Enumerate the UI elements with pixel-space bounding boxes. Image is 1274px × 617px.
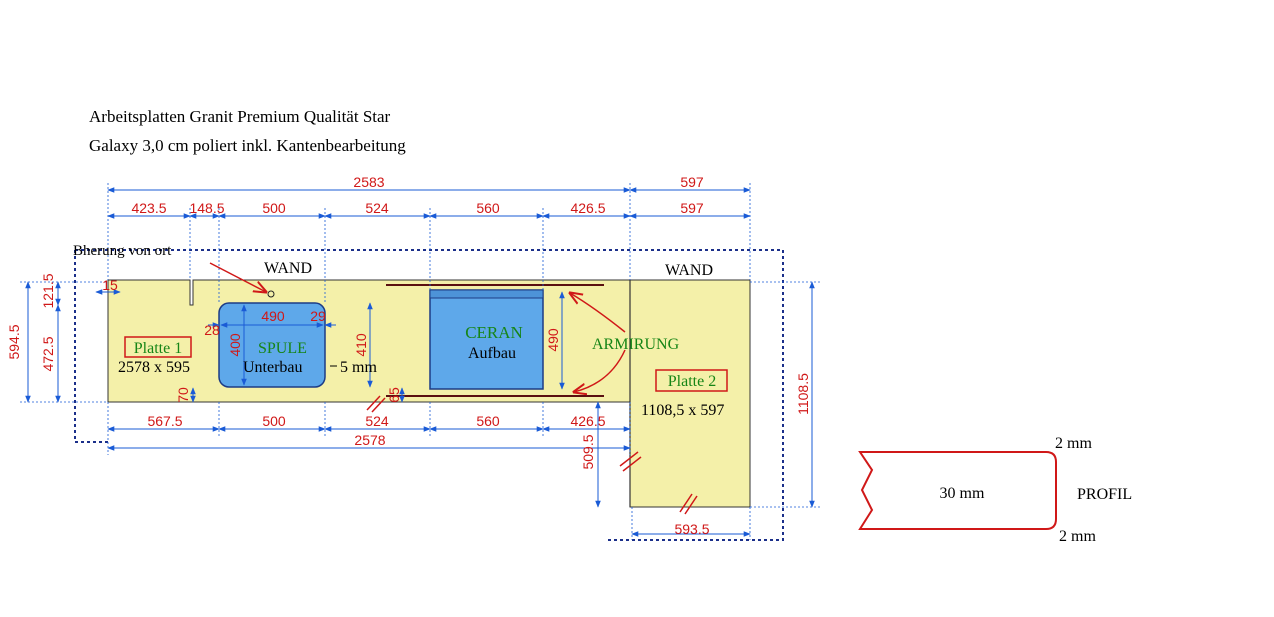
dim-sink-height: 400 — [227, 333, 243, 357]
plate-1-size: 2578 x 595 — [118, 359, 190, 376]
plate-2-label-box — [655, 369, 728, 392]
dim-cooktop-front: 65 — [386, 387, 402, 403]
wall-right-label: WAND — [665, 262, 713, 279]
sink-sub: Unterbau — [243, 359, 303, 376]
profile-label: PROFIL — [1077, 486, 1132, 503]
dim-bottom-seg-4: 560 — [476, 413, 500, 429]
dim-left-inner: 472.5 — [40, 336, 56, 371]
plate-2-label: Platte 2 — [668, 373, 716, 390]
plate-2-size: 1108,5 x 597 — [641, 402, 724, 419]
room-outline — [74, 249, 784, 541]
dim-top-seg-4: 524 — [365, 200, 389, 216]
plate-1-label: Platte 1 — [134, 340, 182, 357]
dim-top-right-total: 597 — [680, 174, 704, 190]
wall-left-label: WAND — [264, 260, 312, 277]
dim-top-seg-3: 500 — [262, 200, 286, 216]
sink-offset: 5 mm — [340, 359, 377, 376]
title-line-2: Galaxy 3,0 cm poliert inkl. Kantenbearbe… — [89, 136, 406, 155]
dim-top-right: 597 — [680, 200, 704, 216]
dim-bottom-seg-1: 567.5 — [147, 413, 182, 429]
cooktop-label: CERAN — [465, 323, 523, 342]
reinforcement-label: ARMIRUNG — [592, 336, 680, 353]
dim-bottom-total: 2578 — [354, 432, 385, 448]
dim-left-small: 121.5 — [40, 273, 56, 308]
dim-cooktop-depth: 490 — [545, 328, 561, 352]
dim-top-seg-5: 560 — [476, 200, 500, 216]
profile-shape — [858, 451, 1057, 530]
plate-2-shape — [629, 279, 751, 508]
dim-sink-front: 70 — [175, 387, 191, 403]
cooktop-sub: Aufbau — [468, 345, 516, 362]
tap-hole — [267, 290, 275, 298]
measure-note: Bherung von ort — [73, 243, 172, 259]
dim-plate2-front: 509.5 — [580, 434, 596, 469]
plate-1-label-box — [124, 336, 192, 358]
dim-left-outer: 594.5 — [6, 324, 22, 359]
dim-plate2-bottom: 593.5 — [674, 521, 709, 537]
dim-top-seg-6: 426.5 — [570, 200, 605, 216]
dim-notch: 15 — [102, 277, 118, 293]
dim-bottom-seg-5: 426.5 — [570, 413, 605, 429]
dim-bottom-seg-3: 524 — [365, 413, 389, 429]
dim-top-total: 2583 — [353, 174, 384, 190]
title-line-1: Arbeitsplatten Granit Premium Qualität S… — [89, 107, 391, 126]
dim-sink-depth: 410 — [353, 333, 369, 357]
profile-top: 2 mm — [1055, 435, 1092, 452]
sink-label: SPULE — [258, 340, 307, 357]
dim-sink-left: 28 — [204, 322, 220, 338]
dim-right-height: 1108.5 — [795, 373, 811, 415]
dim-bottom-seg-2: 500 — [262, 413, 286, 429]
profile-bottom: 2 mm — [1059, 528, 1096, 545]
dim-sink-right: 29 — [310, 308, 326, 324]
dim-top-seg-1: 423.5 — [131, 200, 166, 216]
cooktop-cutout — [429, 289, 544, 390]
profile-thickness: 30 mm — [940, 485, 985, 502]
dim-top-seg-2: 148.5 — [189, 200, 224, 216]
dim-sink-inner: 490 — [261, 308, 285, 324]
